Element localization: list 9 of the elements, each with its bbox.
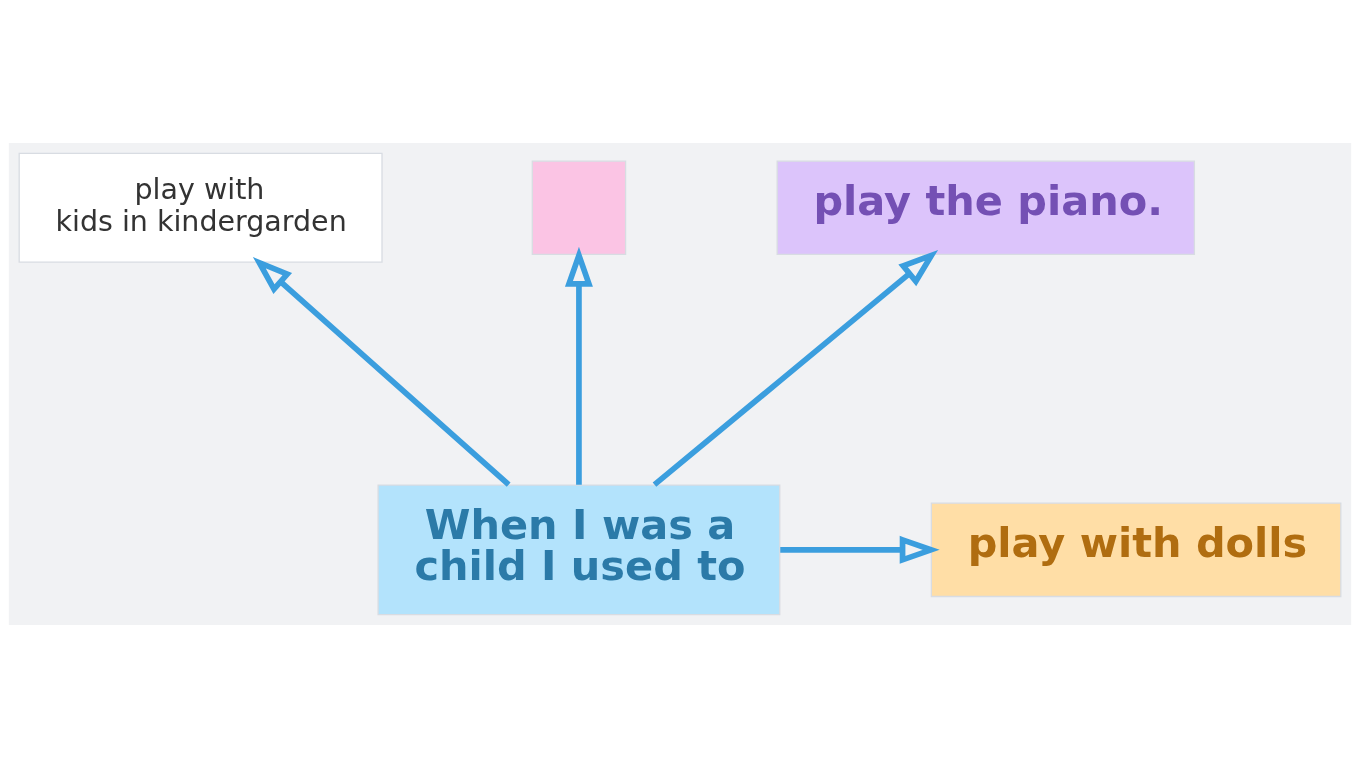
node-box: play with dolls	[930, 502, 1342, 598]
arrow	[652, 249, 939, 487]
arrow	[564, 246, 593, 485]
node-box	[531, 160, 627, 256]
arrow	[252, 256, 511, 487]
node-box: When I was a child I used to	[377, 484, 781, 616]
node-box: play with kids in kindergarden	[18, 152, 383, 263]
arrow	[780, 535, 940, 564]
node-box: play the piano.	[776, 160, 1196, 256]
